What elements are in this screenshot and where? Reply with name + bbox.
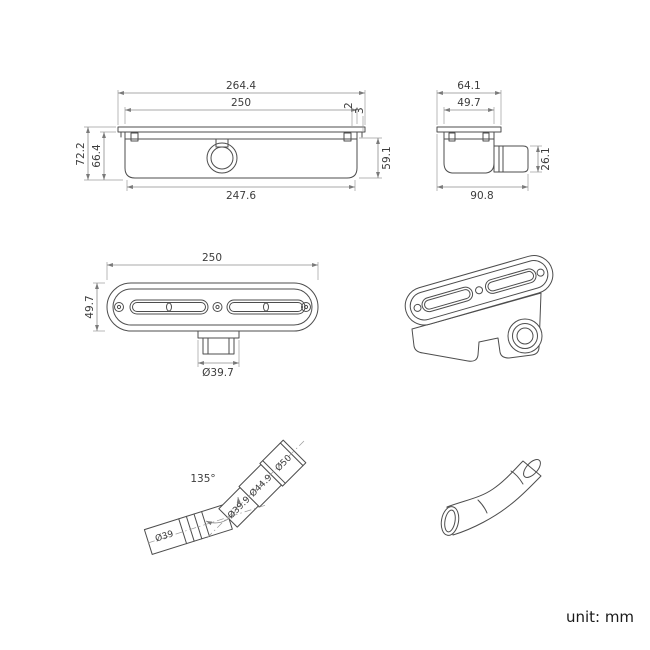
dim-top-depth-text: 49.7	[84, 295, 96, 318]
dim-front-total-height-text: 72.2	[75, 142, 87, 165]
dim-front-body-height: 66.4	[91, 131, 116, 180]
side-view-geometry	[436, 126, 529, 174]
dim-side-total-depth-text: 90.8	[470, 190, 493, 202]
dim-front-right-height-text: 59.1	[381, 146, 393, 169]
dim-front-edge-a: 2	[343, 102, 355, 126]
dim-front-grate-width: 250	[124, 97, 358, 124]
drain-3d-outlet-nut	[507, 318, 543, 354]
adapter-3d-body	[446, 460, 542, 536]
dim-top-outlet-diameter: Ø39.7	[197, 340, 240, 379]
unit-label: unit: mm	[566, 608, 634, 626]
top-outlet-socket	[202, 337, 235, 355]
side-view: 64.1 49.7 26.1 90.8	[436, 80, 552, 202]
top-slot-left	[129, 299, 209, 315]
front-view: 264.4 250 2 3 72.2 66.4	[75, 80, 393, 202]
top-screw-right	[301, 302, 311, 312]
dim-front-base-width-text: 247.6	[226, 190, 256, 202]
dim-adapter-inlet-od-text: Ø39	[154, 528, 175, 544]
front-flange	[117, 126, 366, 133]
dim-top-width: 250	[106, 252, 319, 280]
dim-front-top-width-text: 264.4	[226, 80, 256, 92]
top-outlet-collar	[197, 330, 240, 339]
drain-3d-view	[404, 255, 554, 362]
drain-3d-top-face	[404, 255, 554, 326]
dim-front-edge-a-text: 2	[343, 102, 355, 109]
dim-top-width-text: 250	[202, 252, 222, 264]
dim-top-outlet-diameter-text: Ø39.7	[202, 367, 234, 379]
front-clip-left	[130, 132, 139, 142]
dim-side-top-width-text: 64.1	[457, 80, 480, 92]
dim-front-edge-b-text: 3	[354, 107, 366, 114]
top-slot-right	[226, 299, 306, 315]
dim-side-outlet-diameter: 26.1	[530, 145, 552, 173]
top-view-geometry	[106, 282, 319, 355]
dim-front-edge-b: 3	[354, 107, 366, 131]
front-body	[124, 131, 358, 179]
adapter-angle-arc	[205, 496, 241, 526]
dim-side-body-width-text: 49.7	[457, 97, 480, 109]
front-trap-outlet-circle	[206, 142, 238, 174]
adapter-3d-view	[440, 459, 542, 536]
dim-front-base-width: 247.6	[126, 180, 356, 202]
side-flange	[436, 126, 502, 133]
dim-side-top-width: 64.1	[436, 80, 502, 125]
adapter-inlet-label-layer: Ø39	[154, 528, 175, 544]
dim-front-grate-width-text: 250	[231, 97, 251, 109]
adapter-view: 135° Ø39 Ø39.9 Ø44.9 Ø50	[143, 439, 307, 555]
drain-3d-body	[411, 292, 542, 362]
adapter-centerline-upper	[206, 440, 305, 539]
dim-adapter-angle-text: 135°	[190, 473, 215, 485]
dim-side-total-depth: 90.8	[436, 134, 529, 202]
top-view: 250 49.7 Ø39.7	[84, 252, 319, 379]
dim-side-outlet-diameter-text: 26.1	[540, 147, 552, 170]
dim-front-right-height: 59.1	[359, 137, 393, 179]
top-screw-center	[212, 302, 223, 312]
front-clip-right	[343, 132, 352, 142]
dim-front-top-width: 264.4	[117, 80, 366, 125]
top-screw-left	[114, 302, 124, 312]
dim-top-depth: 49.7	[84, 282, 105, 332]
dim-front-total-height: 72.2	[75, 126, 123, 181]
front-view-geometry	[117, 126, 366, 179]
adapter-3d-outlet-rim	[523, 459, 541, 478]
side-body	[443, 131, 495, 174]
dim-side-body-width: 49.7	[443, 97, 495, 124]
dim-front-body-height-text: 66.4	[91, 144, 103, 168]
adapter-inlet-segment	[143, 503, 233, 555]
